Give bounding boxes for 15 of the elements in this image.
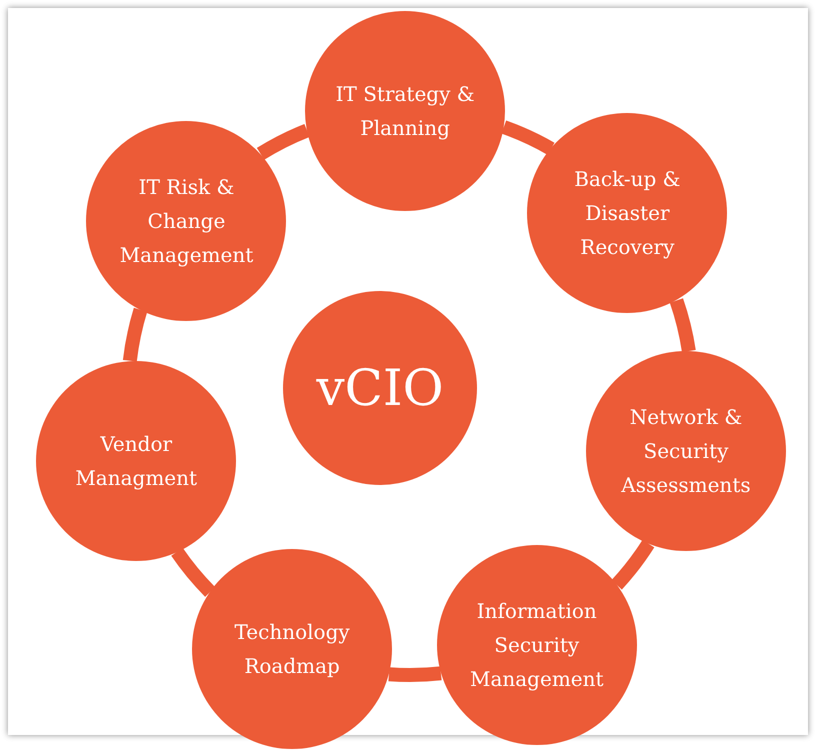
service-label: Back-up & Disaster Recovery (573, 166, 682, 262)
ring-connector (611, 540, 654, 590)
ring-connector (256, 124, 310, 160)
service-label: Network & Security Assessments (620, 404, 752, 499)
service-label: IT Strategy & Planning (334, 81, 476, 142)
ring-connector (122, 308, 148, 362)
ring-connector (501, 120, 554, 155)
ring-connector (388, 666, 442, 682)
center-title: vCIO (316, 360, 444, 416)
ring-connector (670, 298, 696, 352)
service-label: IT Risk & Change Management (118, 174, 254, 270)
service-label: Vendor Managment (74, 430, 198, 492)
ring-connector (171, 548, 216, 597)
service-label: Technology Roadmap (234, 619, 351, 680)
service-label: Information Security Management (468, 598, 605, 693)
